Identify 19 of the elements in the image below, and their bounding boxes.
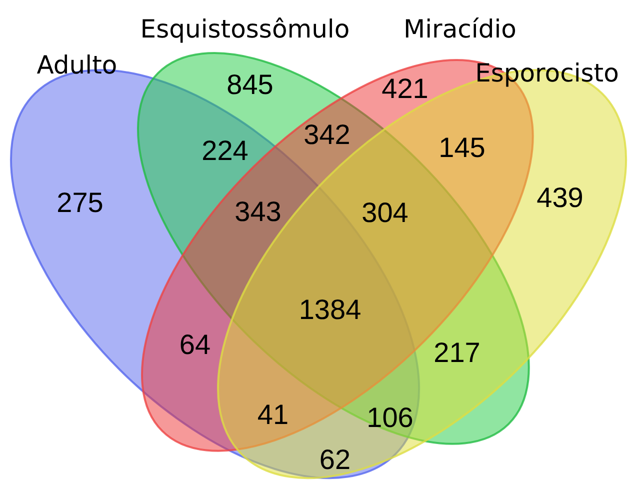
- count-label: 343: [234, 196, 282, 228]
- set-label: Esquistossômulo: [140, 14, 350, 44]
- count-label: 342: [304, 119, 350, 151]
- count-label: 304: [362, 197, 408, 229]
- count-label: 62: [319, 444, 351, 476]
- count-label: 41: [257, 399, 289, 431]
- set-label: Adulto: [36, 50, 118, 80]
- count-label: 145: [438, 132, 486, 164]
- count-label: 106: [366, 402, 414, 434]
- count-label: 421: [382, 73, 428, 105]
- set-label: Esporocisto: [475, 58, 619, 88]
- count-label: 845: [226, 69, 274, 101]
- count-label: 64: [179, 329, 211, 361]
- count-label: 1384: [298, 294, 362, 326]
- count-label: 439: [536, 182, 584, 214]
- count-label: 275: [56, 187, 104, 219]
- count-label: 224: [202, 135, 248, 167]
- count-label: 217: [434, 337, 480, 369]
- set-label: Miracídio: [404, 14, 516, 44]
